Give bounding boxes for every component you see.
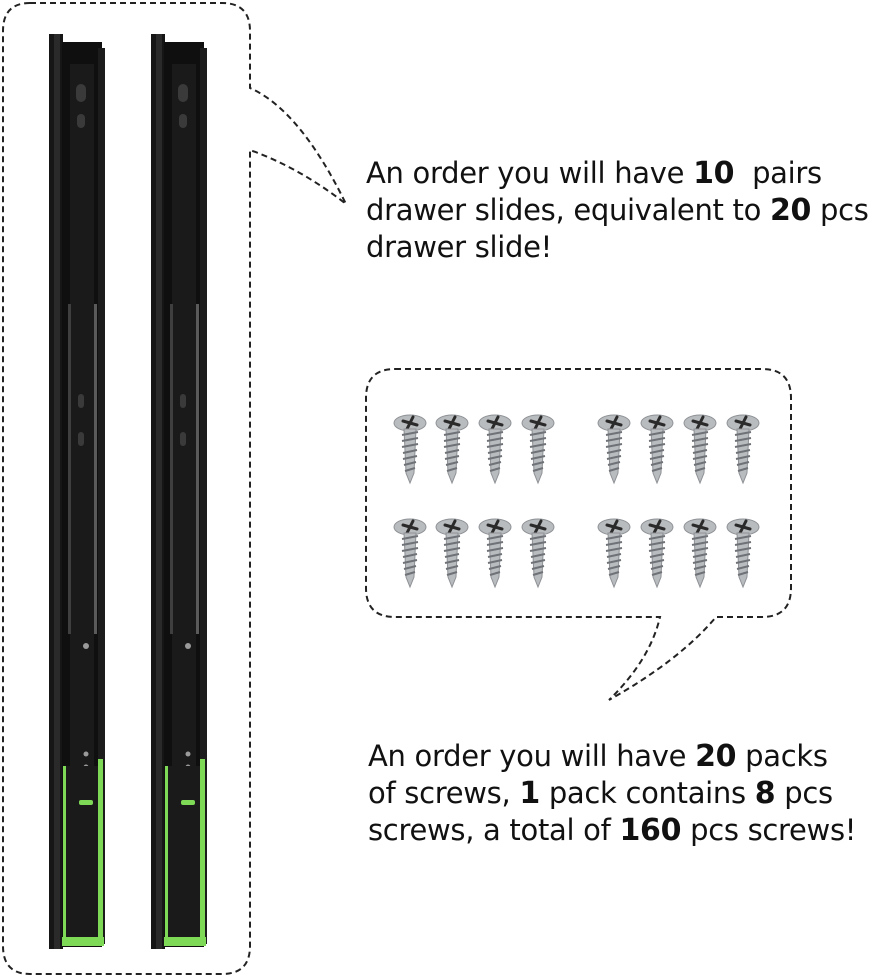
screw-icon bbox=[435, 414, 469, 485]
caption-line: screws, a total of 160 pcs screws! bbox=[368, 812, 856, 849]
drawer-slide-icon bbox=[151, 34, 207, 949]
caption-text: An order you will have bbox=[366, 156, 694, 190]
caption-text: drawer slide! bbox=[366, 230, 553, 264]
screw-icon bbox=[597, 518, 631, 589]
caption-text: pairs bbox=[734, 156, 822, 190]
rail-speech-bubble bbox=[2, 2, 347, 975]
caption-line: drawer slide! bbox=[366, 229, 869, 266]
screw-icon bbox=[597, 414, 631, 485]
screw-icon bbox=[683, 414, 717, 485]
caption-line: An order you will have 10 pairs bbox=[366, 155, 869, 192]
screw-icon bbox=[640, 414, 674, 485]
drawer-slide-icon bbox=[49, 34, 105, 949]
screw-icon bbox=[435, 518, 469, 589]
screws-caption: An order you will have 20 packs of screw… bbox=[368, 738, 856, 849]
caption-text: of screws, bbox=[368, 776, 520, 810]
screw-icon bbox=[478, 518, 512, 589]
pairs-count: 10 bbox=[693, 156, 735, 191]
caption-text: drawer slides, equivalent to bbox=[366, 193, 770, 227]
screw-icon bbox=[726, 518, 760, 589]
screw-icon bbox=[393, 414, 427, 485]
caption-text: pcs bbox=[811, 193, 869, 227]
caption-text: An order you will have bbox=[368, 739, 696, 773]
caption-text: pack contains bbox=[539, 776, 755, 810]
screw-icon bbox=[726, 414, 760, 485]
caption-line: drawer slides, equivalent to 20 pcs bbox=[366, 192, 869, 229]
screw-icon bbox=[393, 518, 427, 589]
total-count: 160 bbox=[619, 813, 682, 848]
caption-text: pcs bbox=[775, 776, 833, 810]
screw-icon bbox=[521, 518, 555, 589]
caption-line: An order you will have 20 packs bbox=[368, 738, 856, 775]
pack-count: 1 bbox=[519, 776, 540, 811]
per-pack-count: 8 bbox=[754, 776, 776, 811]
caption-text: screws, a total of bbox=[368, 813, 620, 847]
caption-line: of screws, 1 pack contains 8 pcs bbox=[368, 775, 856, 812]
packs-count: 20 bbox=[695, 739, 737, 774]
drawer-slides-caption: An order you will have 10 pairs drawer s… bbox=[366, 155, 869, 266]
screw-icon bbox=[521, 414, 555, 485]
pcs-count: 20 bbox=[769, 193, 812, 228]
screw-icon bbox=[640, 518, 674, 589]
screw-icon bbox=[478, 414, 512, 485]
screws-speech-bubble bbox=[365, 368, 792, 701]
screw-icon bbox=[683, 518, 717, 589]
caption-text: pcs screws! bbox=[681, 813, 857, 847]
caption-text: packs bbox=[736, 739, 828, 773]
